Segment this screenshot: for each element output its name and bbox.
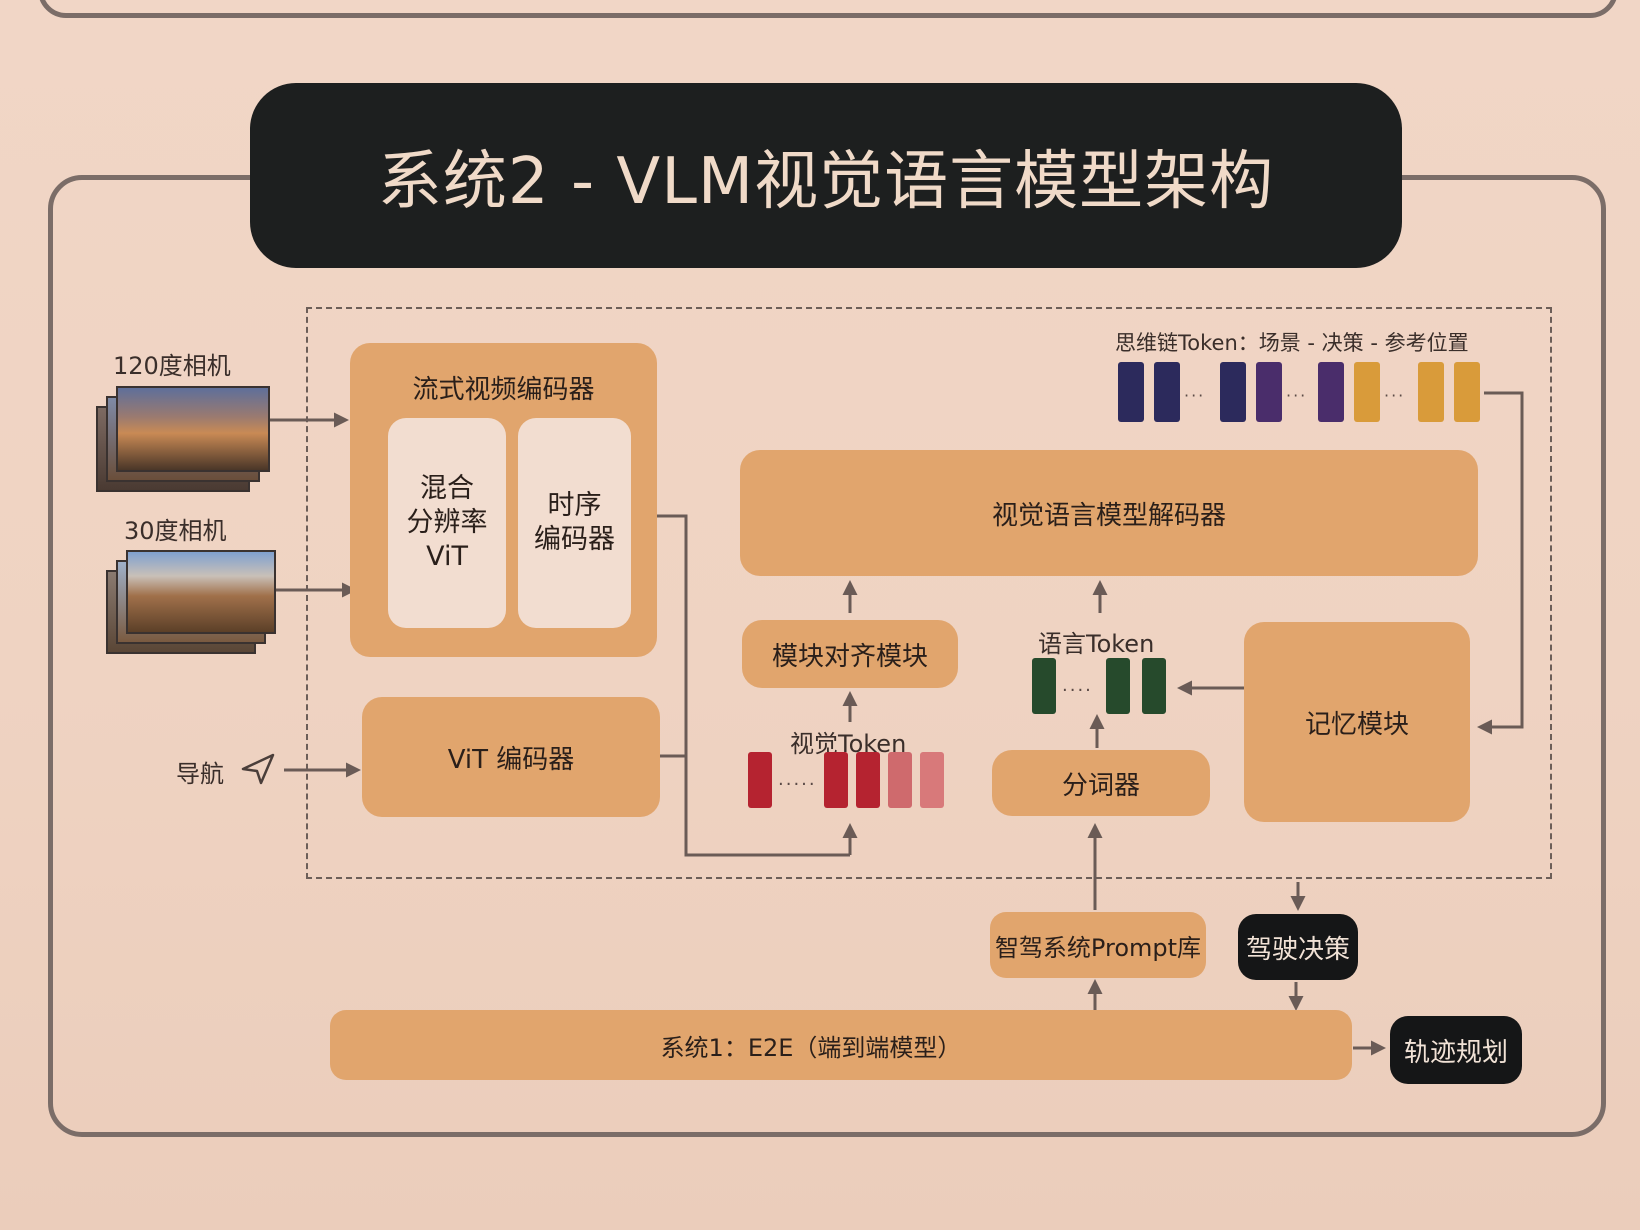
navigation-label: 导航 — [176, 760, 224, 788]
visual-token — [920, 752, 944, 808]
token-ellipsis: ···· — [1062, 680, 1093, 701]
alignment-module: 模块对齐模块 — [742, 620, 958, 688]
token-ellipsis: ··· — [1286, 386, 1308, 405]
cot-token — [1454, 362, 1480, 422]
language-token-row: ···· — [1032, 658, 1172, 716]
vlm-decoder: 视觉语言模型解码器 — [740, 450, 1478, 576]
camera-120-label: 120度相机 — [113, 352, 231, 380]
visual-token — [748, 752, 772, 808]
system1-e2e: 系统1：E2E（端到端模型） — [330, 1010, 1352, 1080]
driving-decision: 驾驶决策 — [1238, 914, 1358, 980]
visual-token — [856, 752, 880, 808]
language-token — [1032, 658, 1056, 714]
visual-token — [824, 752, 848, 808]
prompt-library: 智驾系统Prompt库 — [990, 912, 1206, 978]
cot-token — [1154, 362, 1180, 422]
cot-token — [1418, 362, 1444, 422]
cot-token — [1354, 362, 1380, 422]
language-token — [1106, 658, 1130, 714]
visual-token-row: ····· — [748, 752, 948, 810]
vlm-dashed-region — [306, 307, 1552, 879]
visual-token-label: 视觉Token — [790, 730, 907, 758]
temporal-encoder: 时序 编码器 — [518, 418, 631, 628]
navigation-arrow-icon — [241, 753, 275, 785]
visual-token — [888, 752, 912, 808]
cot-token — [1318, 362, 1344, 422]
token-ellipsis: ··· — [1384, 386, 1406, 405]
token-ellipsis: ··· — [1184, 386, 1206, 405]
cot-token — [1220, 362, 1246, 422]
camera-30-image-stack — [106, 550, 276, 654]
token-ellipsis: ····· — [778, 774, 817, 795]
streaming-encoder-title: 流式视频编码器 — [412, 375, 595, 405]
language-token-label: 语言Token — [1038, 630, 1155, 658]
trajectory-planning: 轨迹规划 — [1390, 1016, 1522, 1084]
cot-token — [1118, 362, 1144, 422]
cot-token-label: 思维链Token：场景 - 决策 - 参考位置 — [1115, 331, 1469, 355]
cot-token-row: ··· ··· ··· — [1118, 362, 1488, 424]
mixed-resolution-vit: 混合 分辨率 ViT — [388, 418, 506, 628]
camera-30-label: 30度相机 — [124, 517, 227, 545]
language-token — [1142, 658, 1166, 714]
memory-module: 记忆模块 — [1244, 622, 1470, 822]
camera-120-image-stack — [96, 386, 270, 492]
title-banner: 系统2 - VLM视觉语言模型架构 — [250, 83, 1402, 268]
tokenizer: 分词器 — [992, 750, 1210, 816]
vit-encoder: ViT 编码器 — [362, 697, 660, 817]
cot-token — [1256, 362, 1282, 422]
